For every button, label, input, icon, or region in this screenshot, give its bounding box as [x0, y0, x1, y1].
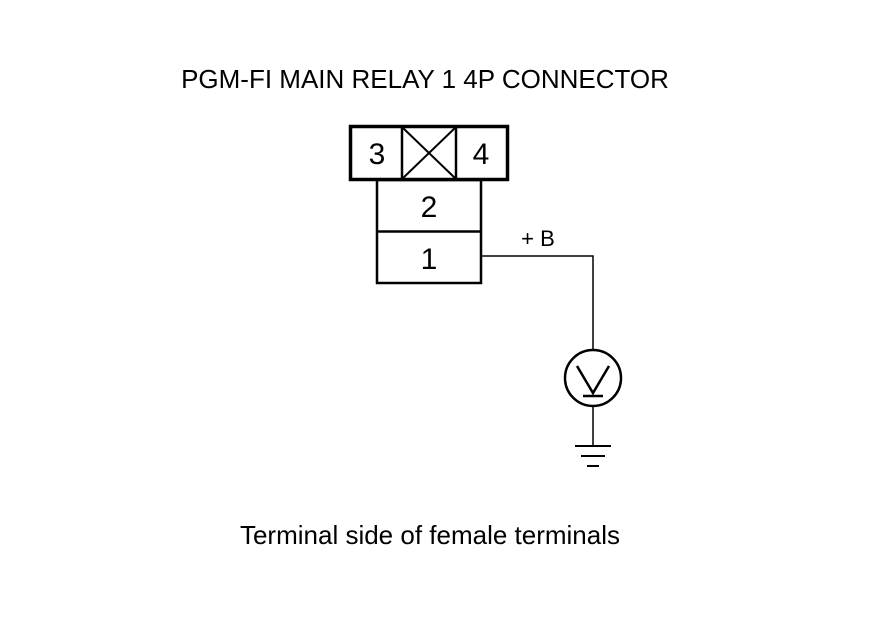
- pin-1-label: 1: [421, 243, 438, 276]
- supply-label: + B: [521, 226, 555, 251]
- diagram-title: PGM-FI MAIN RELAY 1 4P CONNECTOR: [181, 64, 669, 94]
- connector-4p: 3 4 2 1: [348, 124, 510, 285]
- voltmeter-icon: [563, 348, 623, 408]
- pin-4-label: 4: [473, 138, 490, 171]
- pin-3-label: 3: [369, 138, 386, 171]
- empty-cavity-x-icon: [401, 126, 457, 180]
- pin-2-label: 2: [421, 191, 438, 224]
- ground-icon: [575, 445, 611, 467]
- test-lead-wire: [481, 255, 594, 350]
- diagram-caption: Terminal side of female terminals: [240, 520, 620, 550]
